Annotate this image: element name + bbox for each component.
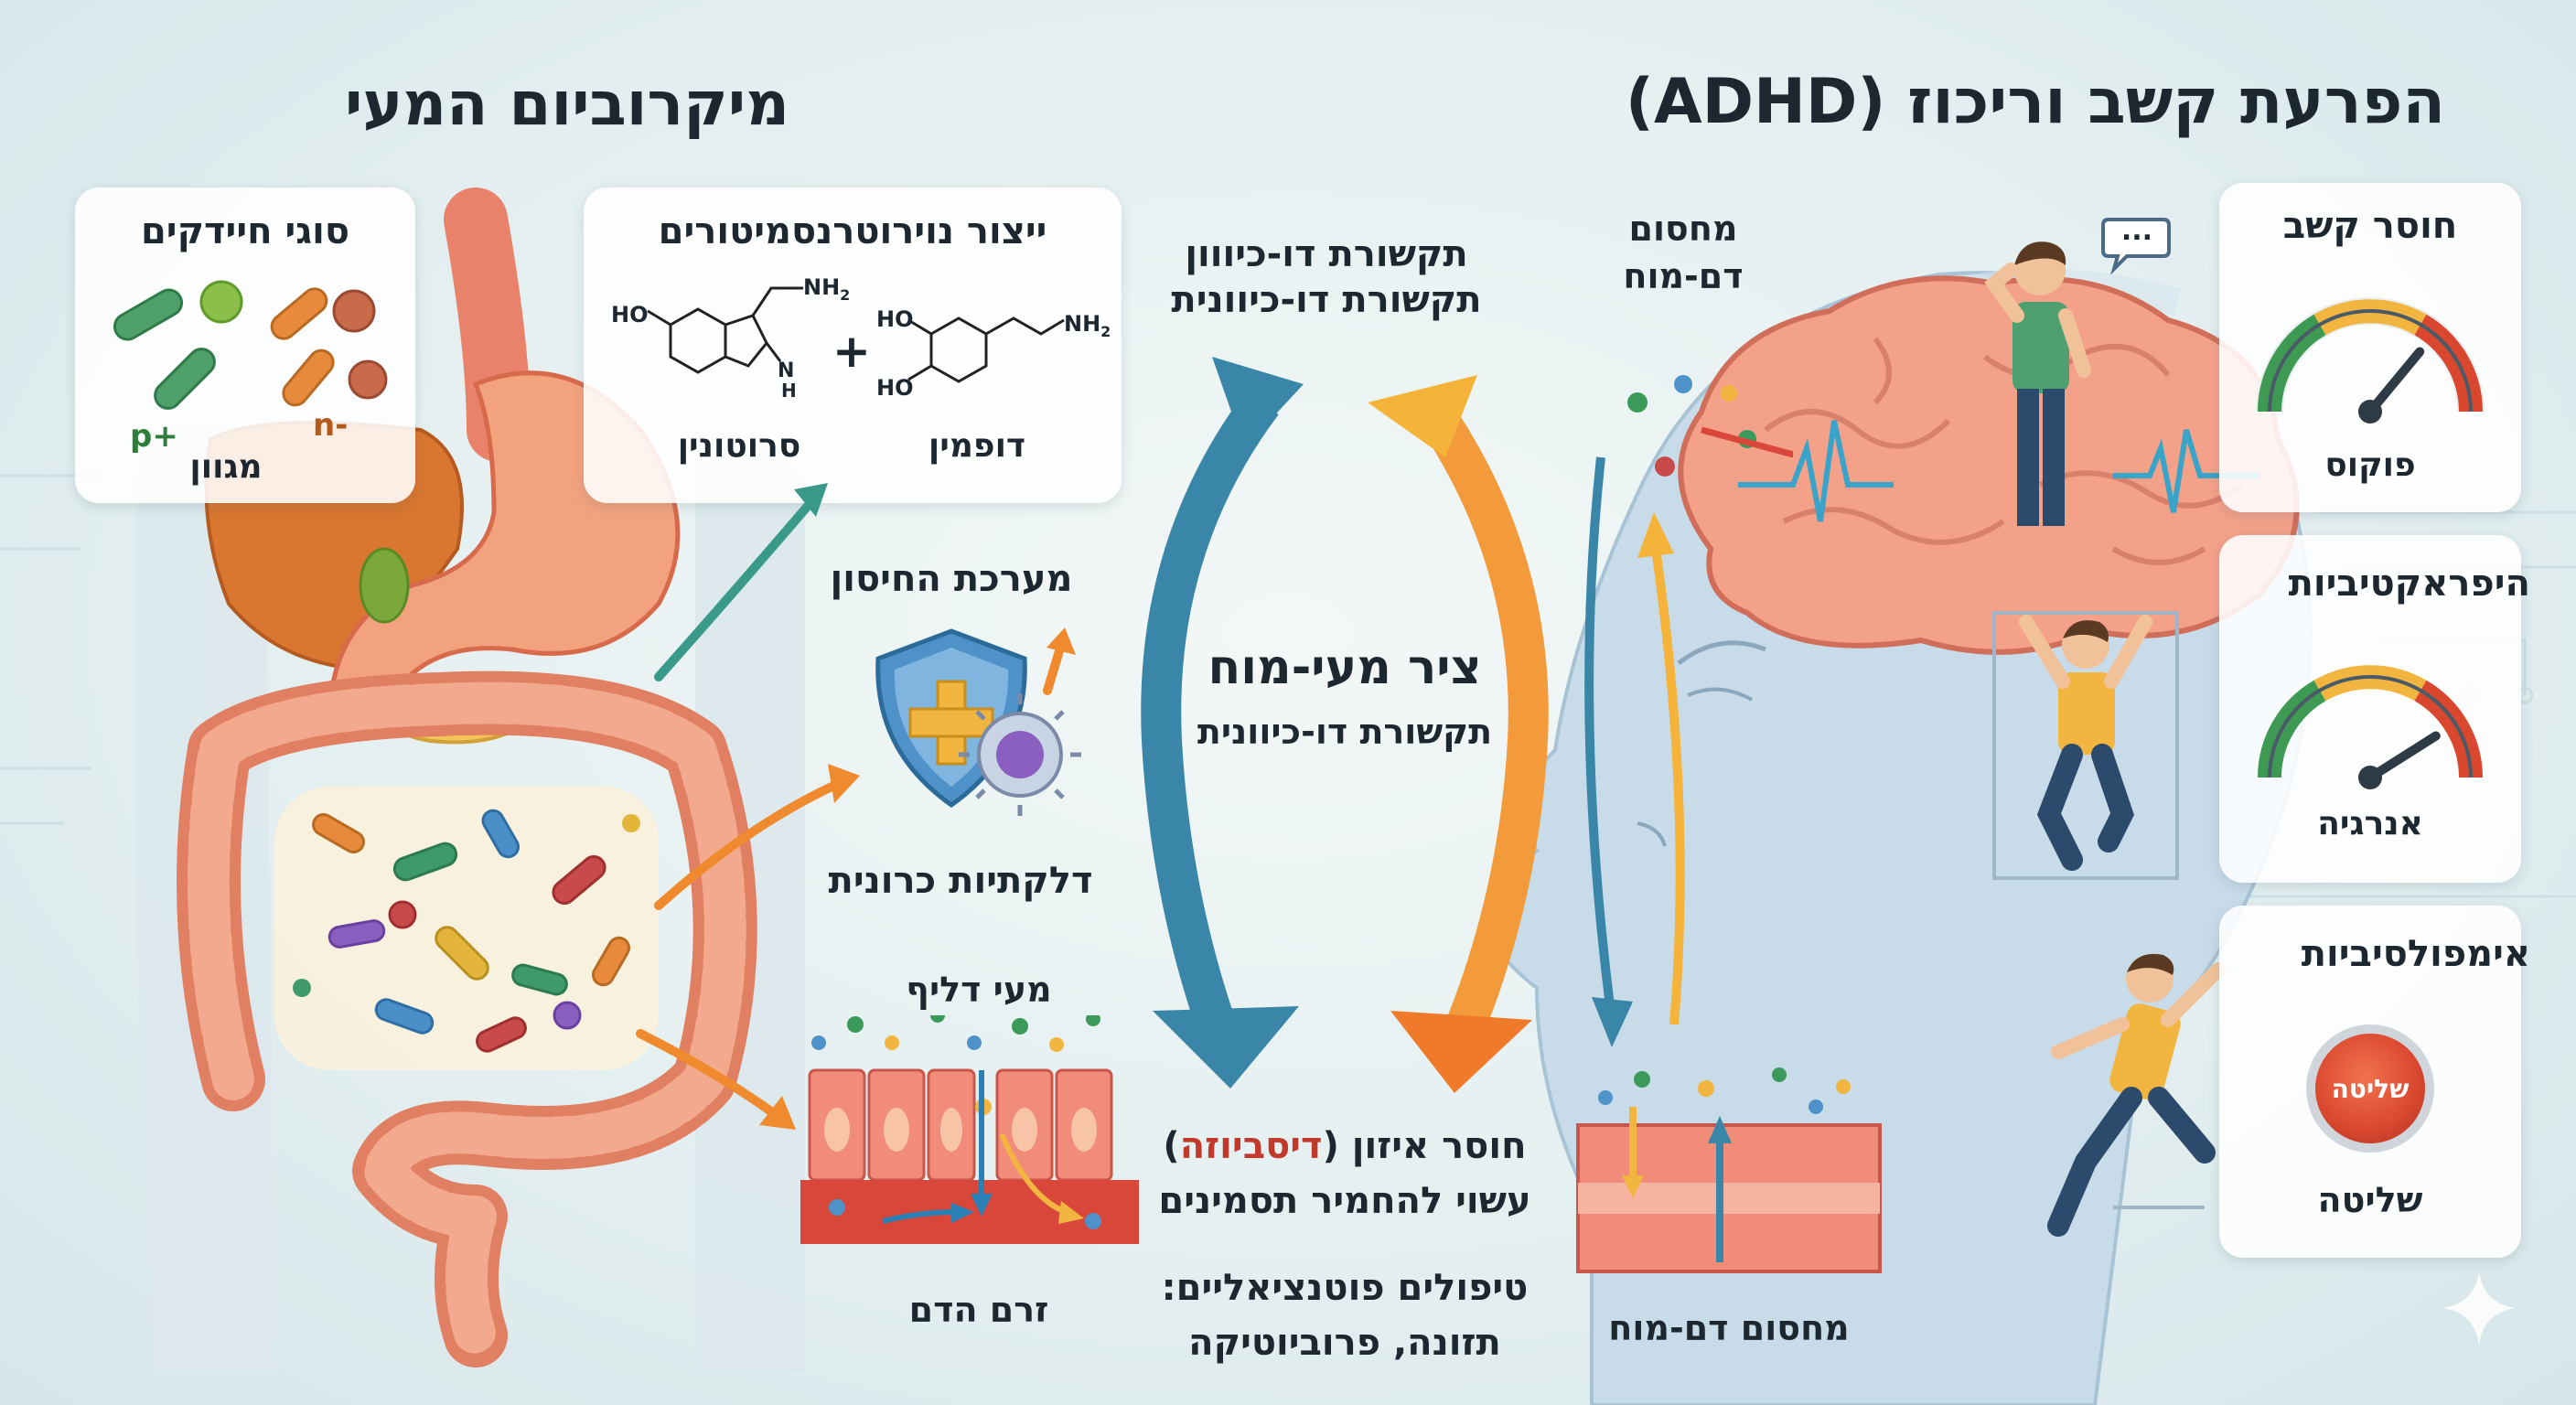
serotonin-nh-subscript: 2 bbox=[840, 285, 851, 304]
bacteria-types-card: סוגי חיידקים p+ n- מגוון bbox=[75, 188, 415, 503]
imbalance-prefix: חוסר איזון ( bbox=[1322, 1125, 1527, 1167]
control-label: שליטה bbox=[2317, 1180, 2423, 1220]
diversity-label: מגוון bbox=[189, 448, 263, 486]
bbb-barrier-illustration bbox=[1576, 1067, 1882, 1273]
plus-sign: + bbox=[832, 325, 871, 378]
gut-title: מיקרוביום המעי bbox=[345, 69, 789, 139]
bbb-bottom-label: מחסום דם-מוח bbox=[1608, 1308, 1850, 1348]
axis-top-line1: תקשורת דו-כיווון bbox=[1185, 233, 1468, 275]
neurotransmitter-card: ייצור נוירוטרנסמיטורים HO NH2 N H + HO H… bbox=[584, 188, 1122, 503]
worsen-symptoms-text: עשוי להחמיר תסמינים bbox=[1158, 1180, 1531, 1222]
chronic-inflammation-label: דלקתיות כרונית bbox=[828, 860, 1093, 902]
energy-label: אנרגיה bbox=[2317, 805, 2423, 842]
dopamine-nh2-label: NH2 bbox=[1064, 311, 1111, 340]
serotonin-h-label: H bbox=[781, 380, 797, 402]
serotonin-ho-label: HO bbox=[611, 302, 649, 327]
digestive-system-illustration bbox=[177, 188, 757, 1367]
dopamine-ho1-label: HO bbox=[876, 306, 914, 332]
hyperactivity-title: היפראקטיביות bbox=[2288, 563, 2530, 605]
adhd-title: הפרעת קשב וריכוז (ADHD) bbox=[1625, 66, 2446, 138]
sparkle-icon bbox=[2442, 1271, 2516, 1345]
leaky-gut-illustration bbox=[800, 1015, 1139, 1244]
serotonin-n-label: N bbox=[778, 359, 795, 382]
molecule-structures bbox=[647, 286, 1065, 383]
dopamine-nh-text: NH bbox=[1064, 311, 1101, 337]
hyperactive-person-illustration bbox=[1992, 611, 2179, 880]
bidirectional-arrows bbox=[1141, 357, 1549, 1093]
impulsivity-title: אימפולסיביות bbox=[2301, 933, 2530, 975]
bbb-top-line2: דם-מוח bbox=[1623, 256, 1744, 296]
brain-illustration bbox=[1678, 275, 2300, 655]
impulsive-person-illustration bbox=[2047, 953, 2226, 1237]
focus-label: פוקוס bbox=[2324, 446, 2416, 484]
gram-negative-label: n- bbox=[313, 407, 349, 444]
body-silhouette bbox=[134, 424, 805, 1372]
focus-gauge bbox=[2256, 297, 2485, 424]
control-button[interactable]: שליטה bbox=[2306, 1024, 2434, 1153]
immune-shield-illustration bbox=[875, 627, 1081, 816]
blood-flow-label: זרם הדם bbox=[908, 1290, 1049, 1330]
energy-gauge-needle bbox=[2366, 731, 2441, 782]
thinking-person-illustration bbox=[1984, 241, 2091, 526]
speech-bubble-icon bbox=[2101, 218, 2171, 274]
inattention-card: חוסר קשב פוקוס bbox=[2219, 183, 2521, 512]
imbalance-suffix: ) bbox=[1163, 1125, 1180, 1167]
gut-connection-arrows bbox=[636, 483, 860, 1130]
impulsivity-card: אימפולסיביות שליטה שליטה bbox=[2219, 906, 2530, 1258]
dopamine-ho2-label: HO bbox=[876, 375, 914, 401]
dysbiosis-line: חוסר איזון (דיסביוזה) bbox=[1061, 1125, 1628, 1167]
gram-positive-label: p+ bbox=[130, 418, 178, 455]
immune-system-label: מערכת החיסון bbox=[830, 558, 1073, 600]
neuro-card-title: ייצור נוירוטרנסמיטורים bbox=[658, 210, 1047, 252]
dopamine-label: דופמין bbox=[928, 427, 1026, 465]
gallbladder bbox=[359, 547, 410, 624]
bbb-top-line1: מחסום bbox=[1628, 209, 1738, 249]
energy-gauge bbox=[2258, 665, 2483, 789]
leaky-gut-label: מעי דליף bbox=[906, 970, 1052, 1010]
bbb-vertical-arrows bbox=[1584, 456, 1685, 1047]
axis-top-line2: תקשורת דו-כיוונית bbox=[1171, 279, 1482, 321]
gut-bacteria bbox=[293, 809, 640, 1053]
dopamine-nh-subscript: 2 bbox=[1100, 322, 1111, 340]
focus-gauge-needle bbox=[2366, 347, 2425, 416]
hyperactivity-card: היפראקטיביות אנרגיה bbox=[2219, 535, 2530, 883]
bacteria-card-title: סוגי חיידקים bbox=[140, 210, 350, 252]
speech-bubble-dots: ... bbox=[2120, 215, 2153, 247]
serotonin-label: סרוטונין bbox=[677, 427, 801, 465]
bacteria-illustration bbox=[113, 280, 388, 410]
virus-icon bbox=[959, 693, 1081, 816]
inattention-title: חוסר קשב bbox=[2282, 205, 2458, 247]
axis-center-title: ציר מעי-מוח bbox=[1208, 640, 1482, 695]
axis-center-subtitle: תקשורת דו-כיוונית bbox=[1197, 712, 1493, 752]
treatments-title: טיפולים פוטנציאליים: bbox=[1161, 1267, 1529, 1309]
bbb-particles bbox=[1627, 375, 1793, 477]
serotonin-nh2-label: NH2 bbox=[803, 274, 850, 304]
serotonin-nh-text: NH bbox=[803, 274, 841, 300]
dysbiosis-term: דיסביוזה bbox=[1179, 1125, 1323, 1167]
control-button-label: שליטה bbox=[2331, 1073, 2410, 1104]
treatments-text: תזונה, פרוביוטיקה bbox=[1188, 1322, 1501, 1364]
